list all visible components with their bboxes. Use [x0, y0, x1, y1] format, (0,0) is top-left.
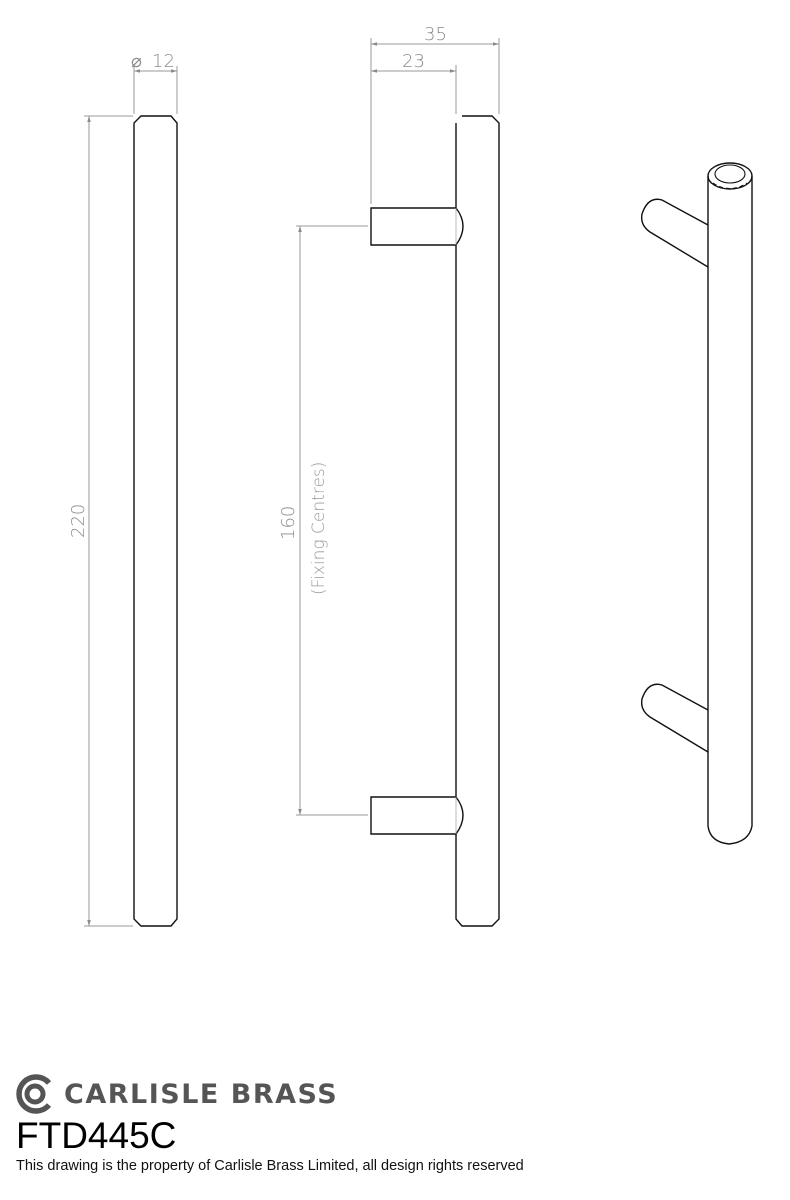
projection-leg-value: 23 — [402, 51, 425, 72]
side-view: 35 23 160 (Fixing Centres) — [278, 24, 500, 927]
product-code: FTD445C — [16, 1115, 177, 1156]
carlisle-brass-logo-icon — [16, 1074, 52, 1114]
fixing-centres-value: 160 — [278, 506, 299, 540]
title-block: CARLISLE BRASS FTD445C This drawing is t… — [16, 1072, 524, 1174]
projection-dimensions — [370, 38, 500, 204]
fixing-centres-note: (Fixing Centres) — [309, 462, 329, 595]
iso-bottom-leg — [640, 683, 709, 753]
diameter-value: 12 — [152, 51, 175, 72]
iso-top-leg — [640, 198, 709, 268]
handle-bar-outline — [133, 115, 178, 927]
projection-total-value: 35 — [424, 24, 447, 45]
length-value: 220 — [68, 504, 89, 538]
diameter-symbol: ⌀ — [131, 51, 142, 72]
brand-logo: CARLISLE BRASS — [16, 1072, 524, 1116]
isometric-view — [640, 162, 753, 845]
length-dimension — [84, 115, 133, 927]
side-bar-outline — [455, 115, 500, 927]
technical-drawing: ⌀ 12 220 35 23 — [68, 24, 753, 927]
front-view: ⌀ 12 220 — [68, 51, 178, 927]
top-leg-outline — [370, 207, 464, 246]
diameter-dimension — [133, 66, 178, 114]
bottom-leg-outline — [370, 796, 464, 835]
fixing-centres-dimension — [296, 225, 368, 816]
iso-top-cap — [707, 162, 753, 190]
iso-bar-outline — [707, 176, 753, 845]
copyright-notice: This drawing is the property of Carlisle… — [16, 1158, 524, 1174]
brand-name: CARLISLE BRASS — [64, 1078, 339, 1110]
